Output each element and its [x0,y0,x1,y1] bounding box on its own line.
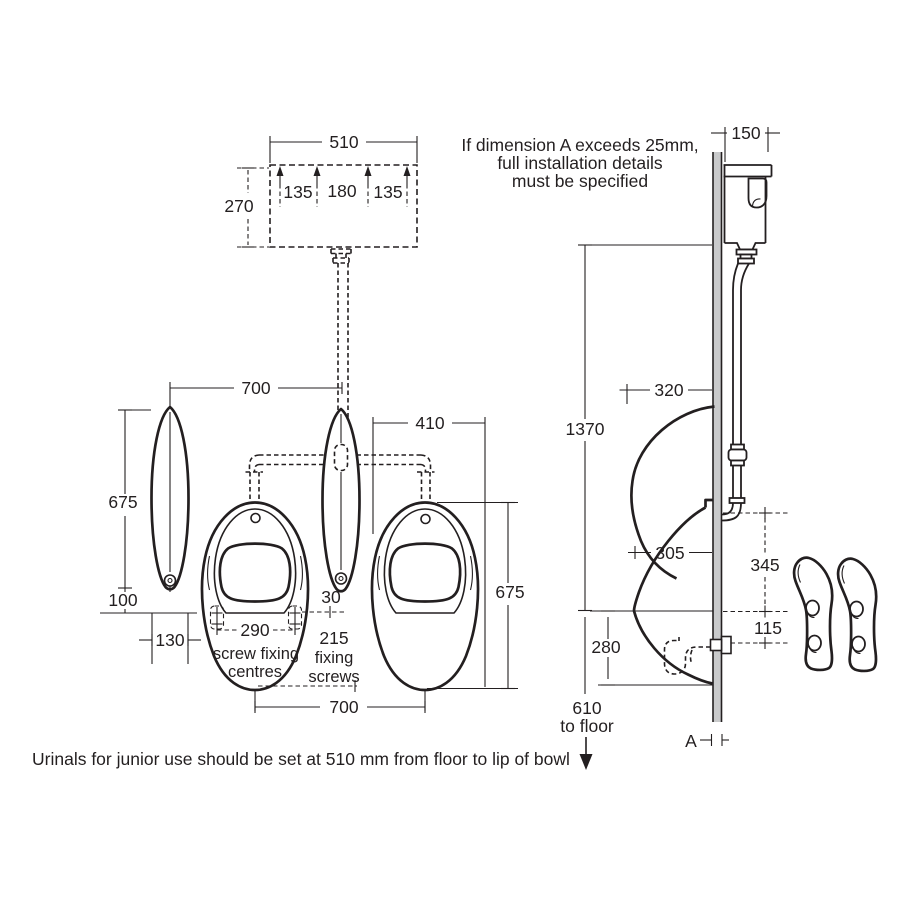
bracket-outline [836,557,878,673]
side-view: 150 [560,123,789,770]
urinal-profile [632,498,713,685]
up-arrow-icon [403,166,411,176]
division-panel-left [150,405,190,592]
pipe-behind-panel [333,443,349,472]
cistern-spacing-marks: 135 180 135 [276,166,411,207]
dim-510-label: 510 [329,132,358,152]
screw-fixings: 290 screw fixing centres [209,605,303,681]
dim-410-label: 410 [415,413,444,433]
dim-610-label: 610 [572,698,601,718]
cistern-valve-detail [747,177,768,209]
note-bottom: Urinals for junior use should be set at … [32,749,570,769]
outlet-trap [663,635,732,675]
dim-675-right-label: 675 [495,582,524,602]
cistern-side [723,164,773,445]
dim-bowl-depth: 305 [628,543,712,563]
cistern-front: 510 270 135 180 135 [224,132,418,264]
notes: If dimension A exceeds 25mm, full instal… [32,135,699,769]
hidden-trap-outline [663,639,711,675]
dim-610-suffix: to floor [560,716,614,736]
urinal-bowl-right [370,501,480,692]
dim-280-label: 280 [591,637,620,657]
dim-345-label: 345 [750,555,779,575]
dim-cistern-height: 270 [224,167,269,248]
bracket-hole [807,634,822,652]
up-arrow-icon [276,166,284,176]
note-top-line2: full installation details [497,153,663,173]
panel-fixing-hole [163,574,177,587]
dim-150-label: 150 [731,123,760,143]
fixing-screws-caption-2: screws [308,668,359,686]
dim-panel-centres: 700 [169,378,343,406]
dim-100-label: 100 [108,590,137,610]
dim-700-bottom-label: 700 [329,697,358,717]
division-panel-centre [321,407,361,593]
down-arrow-icon [579,754,593,770]
dim-A-label: A [685,731,697,751]
dim-135-left-label: 135 [283,182,312,202]
fixing-screws-caption-1: fixing [315,649,354,667]
dim-135-right-label: 135 [373,182,402,202]
dim-cistern-depth: 150 [711,123,780,162]
dim-130-label: 130 [155,630,184,650]
note-top-line1: If dimension A exceeds 25mm, [461,135,698,155]
bowl-opening [388,542,462,603]
screw-fixing-caption-1: screw fixing [213,645,299,663]
dim-215-label: 215 [319,628,348,648]
dim-1370: 1370 [566,244,712,612]
dim-700-top-label: 700 [241,378,270,398]
up-arrow-icon [313,166,321,176]
flush-pipe-side [732,263,739,445]
cistern-outline [269,164,418,248]
bracket-hole [805,599,820,617]
dim-lip-to-bottom: 280 [591,610,621,686]
bracket-outline [792,556,834,672]
spreader-hole [250,512,261,524]
dim-panel-width: 130 [139,613,201,664]
bowl-opening [218,542,292,603]
dim-30-label: 30 [321,587,341,607]
dim-cistern-width: 510 [269,132,418,163]
wall [712,152,723,722]
dim-fixing-screws: 30 215 fixing screws [258,587,360,692]
dim-inlet-to-lip: 345 115 [723,507,789,649]
dim-305-label: 305 [655,543,684,563]
screw-fixing-caption-2: centres [228,663,282,681]
dim-panel-height: 675 100 [100,409,197,614]
dim-1370-label: 1370 [566,419,605,439]
screw-symbol [209,605,225,630]
cistern-outlet-front [330,248,352,264]
panel-fixing-hole [334,572,348,585]
up-arrow-icon [364,166,372,176]
screw-symbol [287,605,303,630]
dim-675-left-label: 675 [108,492,137,512]
dim-180-label: 180 [327,181,356,201]
spreader-hole [420,513,431,525]
dim-lip-to-floor: 610 to floor [560,617,614,770]
dim-wall-gap: A [685,731,729,751]
dim-115-label: 115 [754,618,782,638]
bowl-rim [383,508,467,614]
dim-320-label: 320 [654,380,683,400]
dim-290-label: 290 [240,620,269,640]
front-view: 510 270 135 180 135 [100,132,525,717]
bowl-rim [213,508,297,614]
pipe-union [721,443,748,522]
note-top-line3: must be specified [512,171,648,191]
dim-bowl-height: 675 [427,501,525,690]
dim-270-label: 270 [224,196,253,216]
wall-brackets [792,556,878,673]
dim-bowl-width: 410 [372,413,486,687]
dim-panel-depth: 320 [619,380,712,404]
dim-bowl-centres: 700 [254,690,426,717]
